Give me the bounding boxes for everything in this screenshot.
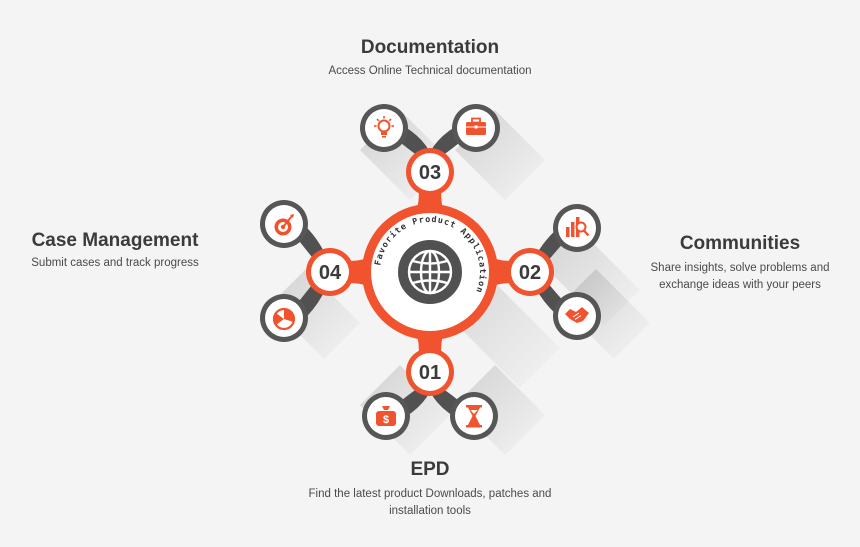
hourglass-icon	[466, 405, 482, 428]
icon-node-money-bag[interactable]: $	[362, 392, 410, 440]
section-case-management: Case Management Submit cases and track p…	[10, 230, 220, 272]
section-title: Communities	[679, 233, 801, 254]
section-title: Case Management	[31, 230, 199, 251]
hub-label: 01	[419, 362, 441, 384]
hub-01[interactable]: 01	[406, 348, 454, 396]
icon-node-briefcase[interactable]	[452, 104, 500, 152]
handshake-icon	[565, 307, 589, 323]
lightbulb-icon	[374, 116, 394, 138]
icon-node-handshake[interactable]	[553, 292, 601, 340]
icon-node-hourglass[interactable]	[450, 392, 498, 440]
icon-node-target[interactable]	[260, 200, 308, 248]
hub-04[interactable]: 04	[306, 248, 354, 296]
svg-text:$: $	[383, 414, 389, 426]
hub-label: 02	[519, 262, 541, 284]
section-title: EPD	[410, 459, 450, 480]
chart-search-icon	[566, 217, 590, 237]
globe-icon	[407, 249, 453, 295]
center-hub: Favorite Product Application	[362, 204, 498, 340]
briefcase-icon	[466, 117, 486, 135]
pie-chart-icon	[272, 307, 296, 331]
section-title: Documentation	[360, 37, 500, 58]
section-description: Share insights, solve problems and excha…	[650, 262, 830, 291]
section-description: Submit cases and track progress	[31, 257, 199, 269]
target-icon	[274, 214, 294, 236]
hub-label: 03	[419, 162, 441, 184]
money-bag-icon: $	[376, 406, 396, 426]
section-epd: EPD Find the latest product Downloads, p…	[280, 459, 580, 520]
section-description: Find the latest product Downloads, patch…	[308, 488, 552, 517]
hub-label: 04	[319, 262, 342, 284]
hub-03[interactable]: 03	[406, 148, 454, 196]
icon-node-chart-search[interactable]	[553, 204, 601, 252]
icon-node-lightbulb[interactable]	[360, 104, 408, 152]
section-documentation: Documentation Access Online Technical do…	[280, 37, 580, 80]
icon-node-pie-chart[interactable]	[260, 294, 308, 342]
section-description: Access Online Technical documentation	[328, 65, 532, 77]
section-communities: Communities Share insights, solve proble…	[625, 233, 855, 294]
hub-02[interactable]: 02	[506, 248, 554, 296]
